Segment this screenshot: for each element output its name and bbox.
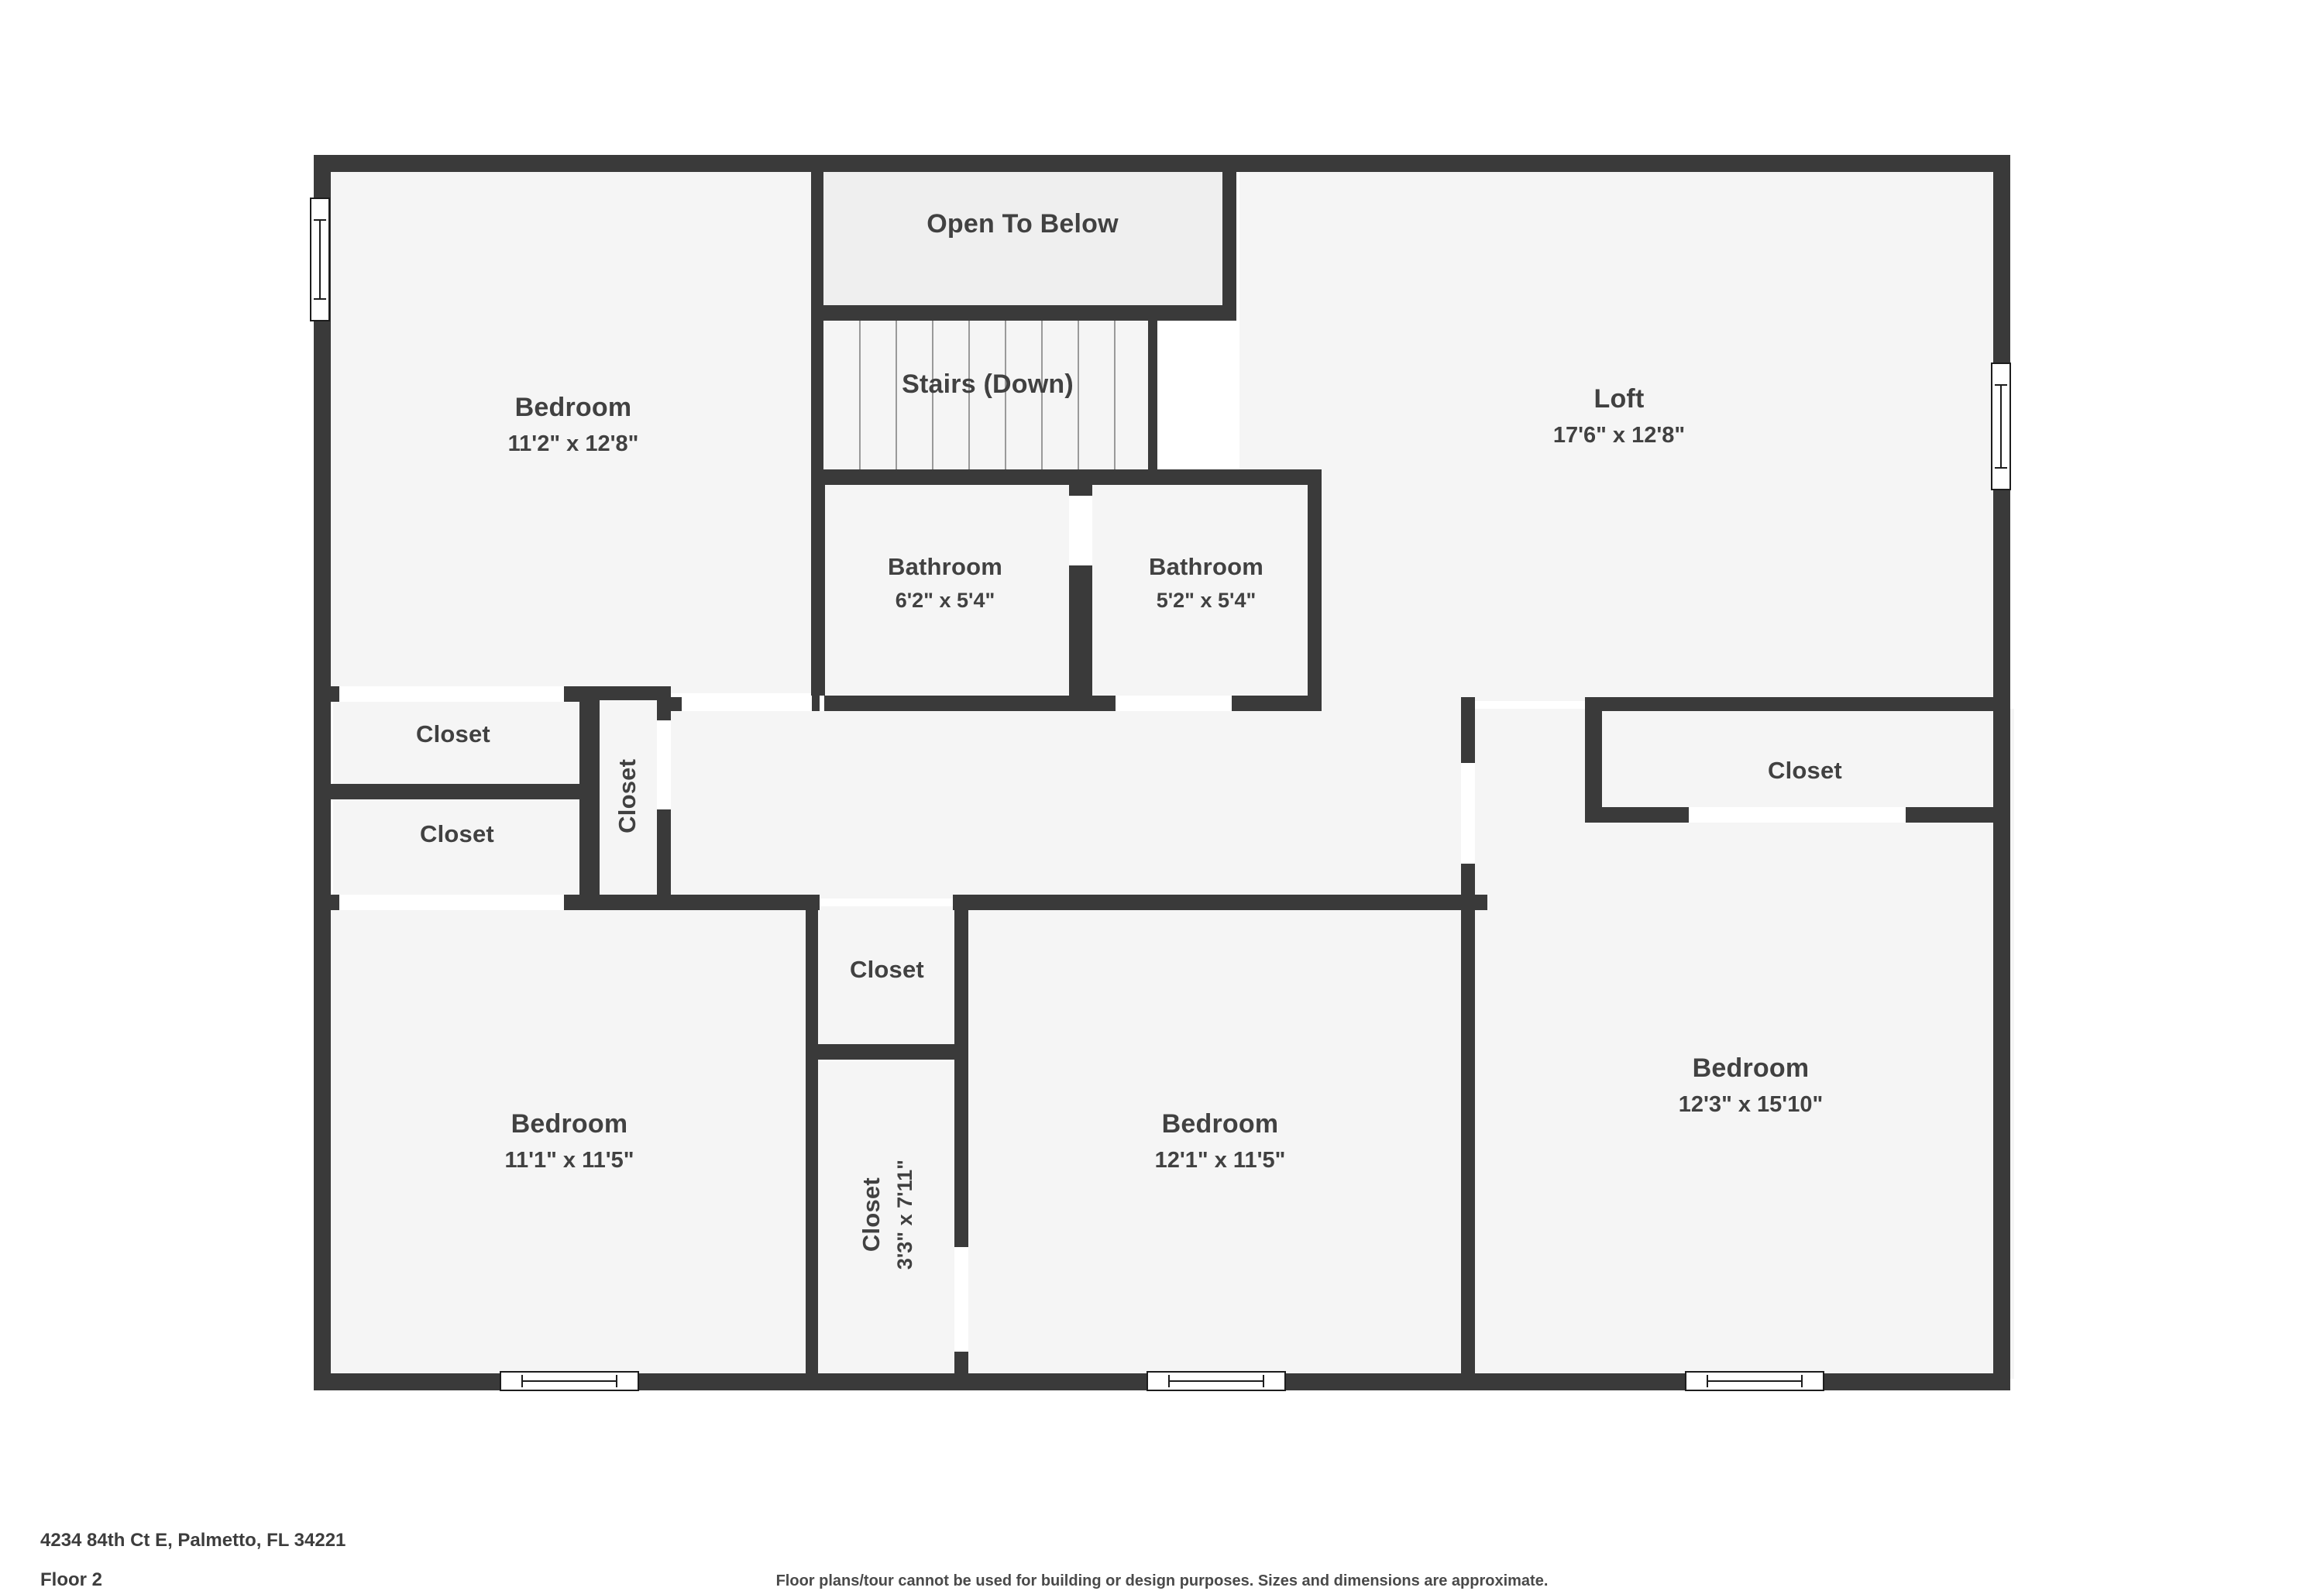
- door-opening-se-bedroom: [1461, 763, 1475, 864]
- window-right-loft: [1991, 363, 2011, 490]
- door-opening-closet-mid-v: [657, 720, 671, 809]
- floor-plan-canvas: Bedroom 11'2" x 12'8" Open To Below Stai…: [310, 155, 2011, 1391]
- stair-tread: [1078, 321, 1079, 469]
- room-fill-bedroom-sc: [968, 906, 1472, 1379]
- wall-closet-ne-left: [1585, 697, 1602, 821]
- door-opening-bath-2-bottom: [820, 696, 824, 711]
- wall-closet-ne-top: [1585, 697, 2009, 711]
- wall-bath-left: [811, 469, 825, 711]
- room-fill-stairs: [821, 321, 1154, 469]
- door-opening-bath-1-bottom: [1116, 696, 1232, 711]
- stair-tread: [859, 321, 861, 469]
- room-fill-closet-c-v: [815, 1061, 958, 1379]
- door-opening-bath-1: [1069, 496, 1092, 565]
- wall-stairs-right: [1148, 318, 1157, 479]
- room-fill-bathroom-2: [1092, 484, 1317, 709]
- window-bottom-bedroom-sw: [500, 1371, 639, 1391]
- exterior-wall-right-lower: [1993, 697, 2010, 1390]
- disclaimer-text: Floor plans/tour cannot be used for buil…: [775, 1572, 1549, 1589]
- wall-bath-bottom: [811, 696, 1322, 711]
- exterior-wall-left: [314, 155, 331, 1390]
- room-fill-closet-mid-v: [593, 697, 662, 902]
- wall-open-below-right: [1222, 155, 1236, 319]
- wall-closet-nw-mid: [324, 784, 595, 799]
- room-fill-loft: [1239, 167, 1999, 701]
- window-bottom-bedroom-se: [1685, 1371, 1824, 1391]
- room-fill-closet-nw-2: [333, 798, 581, 899]
- wall-stairs-left: [811, 318, 823, 484]
- wall-closet-mid-v-top: [589, 686, 671, 700]
- stair-tread: [1005, 321, 1006, 469]
- door-opening-bedroom-nw-closet-a: [339, 686, 564, 702]
- stair-tread: [896, 321, 897, 469]
- wall-se-left: [1461, 697, 1475, 1390]
- exterior-wall-top: [314, 155, 2010, 172]
- footer: 4234 84th Ct E, Palmetto, FL 34221 Floor…: [0, 1456, 2324, 1590]
- wall-bedroom-nw-right: [811, 155, 823, 319]
- wall-bath-right: [1308, 469, 1322, 711]
- door-opening-bedroom-nw-closet-b: [339, 895, 564, 910]
- room-fill-closet-c: [815, 906, 958, 1046]
- wall-bath-top: [811, 469, 1318, 485]
- wall-open-below-bottom: [811, 305, 1236, 321]
- window-left-upper: [310, 198, 330, 321]
- room-fill-open-to-below: [821, 167, 1224, 306]
- wall-closet-mid-v-left: [589, 686, 600, 909]
- room-fill-bedroom-nw: [325, 167, 821, 693]
- wall-closet-c-divider: [806, 1044, 968, 1060]
- window-bottom-bedroom-sc: [1147, 1371, 1286, 1391]
- room-fill-bathroom-1: [821, 484, 1069, 709]
- stair-tread: [932, 321, 933, 469]
- stairs-treads: [823, 321, 1149, 469]
- door-opening-hallway-to-bath: [682, 696, 812, 711]
- room-fill-closet-nw-1: [333, 701, 581, 786]
- wall-hallway-bottom-b: [953, 895, 1487, 910]
- room-fill-hallway: [666, 701, 1472, 899]
- stair-tread: [1114, 321, 1116, 469]
- door-opening-closet-ne: [1689, 807, 1906, 823]
- stair-tread: [1041, 321, 1043, 469]
- stair-tread: [968, 321, 970, 469]
- property-address: 4234 84th Ct E, Palmetto, FL 34221: [40, 1530, 346, 1551]
- room-fill-bedroom-sw: [325, 902, 806, 1379]
- door-opening-closet-c-v: [954, 1247, 968, 1352]
- wall-closet-c-left: [806, 895, 818, 1379]
